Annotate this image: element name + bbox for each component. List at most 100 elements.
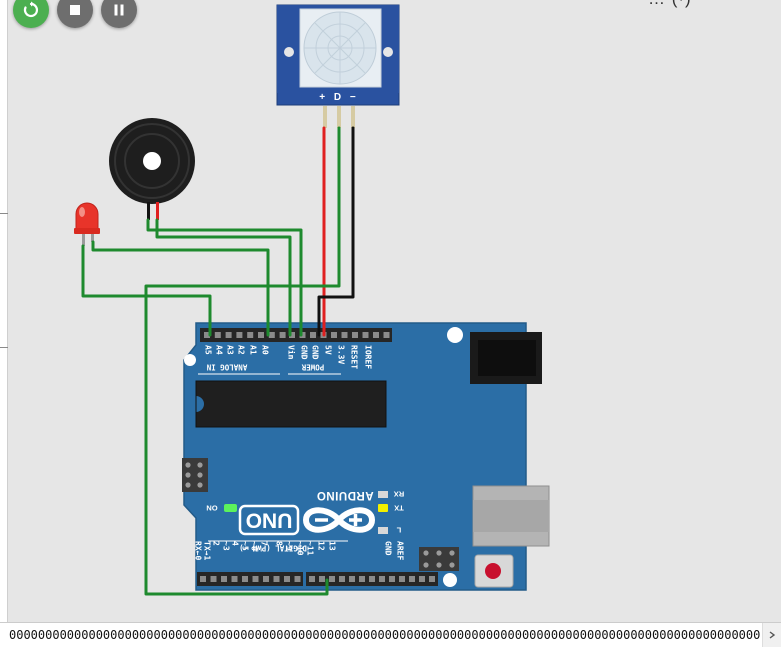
- header-pin-hole[interactable]: [362, 332, 369, 338]
- simulation-canvas[interactable]: UNO ARDUINO ON RX TX L ANALOG IN POWER D…: [8, 0, 781, 622]
- uno-badge: [238, 504, 300, 536]
- header-pin-hole[interactable]: [373, 332, 379, 338]
- header-pin-hole[interactable]: [236, 332, 243, 338]
- pir-pin-gnd[interactable]: [351, 106, 355, 128]
- dc-power-jack: [470, 332, 542, 384]
- left-panel-edge: [0, 0, 8, 622]
- circuit-diagram: UNO ARDUINO ON RX TX L ANALOG IN POWER D…: [74, 4, 550, 596]
- header-pin-hole[interactable]: [352, 332, 358, 338]
- analog-pin-label: A1: [249, 345, 258, 355]
- header-pin-hole[interactable]: [231, 576, 238, 582]
- icsp-header: [182, 458, 208, 492]
- header-pin-hole[interactable]: [310, 332, 316, 338]
- header-pin-hole[interactable]: [319, 576, 325, 582]
- arduino-logo-text: ARDUINO: [316, 489, 373, 501]
- tx-led: [378, 504, 388, 512]
- mount-hole: [383, 47, 393, 57]
- header-pin-hole[interactable]: [225, 332, 232, 338]
- wire-pir-gnd[interactable]: [317, 126, 355, 337]
- header-pin-hole[interactable]: [268, 332, 275, 338]
- mount-hole: [284, 47, 294, 57]
- stop-simulation-button[interactable]: [57, 0, 93, 28]
- simulation-timer-partial: … (·): [648, 0, 692, 9]
- pir-motion-sensor[interactable]: + D −: [276, 4, 400, 128]
- header-pin-hole[interactable]: [369, 576, 375, 582]
- header-pin-hole[interactable]: [339, 576, 345, 582]
- digital-pin-label: ~5: [241, 541, 250, 551]
- stop-icon: [70, 5, 80, 15]
- header-pin-hole[interactable]: [419, 576, 425, 582]
- header-pin-hole[interactable]: [204, 332, 210, 338]
- header-pin-hole[interactable]: [200, 576, 206, 582]
- wire-led-anode-a0[interactable]: [91, 240, 270, 337]
- mount-hole: [443, 573, 457, 587]
- piezo-buzzer[interactable]: [109, 118, 195, 220]
- header-pin-hole[interactable]: [294, 576, 301, 582]
- power-header-socket: [286, 328, 392, 342]
- tx-led-label: TX: [394, 504, 404, 513]
- header-pin-hole[interactable]: [359, 576, 365, 582]
- header-pin-hole[interactable]: [273, 576, 280, 582]
- buzzer-sound-hole: [143, 152, 161, 170]
- digital-pin-label: ~10: [296, 541, 305, 556]
- wire-buzzer-gnd[interactable]: [146, 218, 303, 337]
- analog-pin-label: A3: [226, 345, 235, 355]
- digital-pin-label: 8: [275, 541, 284, 546]
- analog-pin-label: A2: [237, 345, 246, 355]
- serial-monitor[interactable]: 0000000000000000000000000000000000000000…: [0, 622, 781, 647]
- power-pin-label: RESET: [350, 345, 359, 369]
- pir-pin-data[interactable]: [337, 106, 341, 128]
- header-pin-hole[interactable]: [329, 576, 335, 582]
- wire-led-cathode-a5[interactable]: [81, 244, 212, 337]
- header-pin-hole[interactable]: [258, 332, 264, 338]
- header-pin-hole[interactable]: [252, 576, 259, 582]
- header-pin-hole[interactable]: [383, 332, 390, 338]
- digital-pin-label: 13: [328, 541, 337, 551]
- pause-simulation-button[interactable]: [101, 0, 137, 28]
- wire-pir-data-to-d9[interactable]: [144, 126, 341, 596]
- panel-divider-mark: [0, 213, 8, 214]
- header-pin-hole[interactable]: [284, 576, 290, 582]
- led-anode-lead: [91, 230, 94, 242]
- restart-simulation-button[interactable]: [13, 0, 49, 28]
- digital-pin-label: RX←0: [194, 541, 203, 560]
- header-pin-hole[interactable]: [379, 576, 385, 582]
- chevron-right-icon: [769, 631, 776, 639]
- serial-scroll-button[interactable]: [762, 623, 781, 647]
- digital-header-socket-low: [197, 572, 303, 586]
- power-pin-label: IOREF: [364, 345, 373, 369]
- reset-button[interactable]: [474, 554, 514, 588]
- pir-pin-vcc[interactable]: [323, 106, 327, 128]
- power-on-led: [224, 504, 237, 512]
- header-pin-hole[interactable]: [214, 332, 221, 338]
- header-pin-hole[interactable]: [349, 576, 355, 582]
- header-pin-hole[interactable]: [399, 576, 405, 582]
- header-pin-hole[interactable]: [242, 576, 248, 582]
- header-pin-hole[interactable]: [389, 576, 395, 582]
- header-pin-hole[interactable]: [210, 576, 217, 582]
- arduino-uno-board[interactable]: UNO ARDUINO ON RX TX L ANALOG IN POWER D…: [182, 322, 550, 591]
- header-pin-holes: [200, 332, 435, 582]
- usb-connector: [472, 485, 550, 547]
- wire-buzzer-signal[interactable]: [155, 218, 292, 337]
- mount-hole: [447, 327, 463, 343]
- digital-pin-label: 2: [212, 541, 221, 546]
- buzzer-lead-negative: [147, 202, 150, 220]
- header-pin-hole[interactable]: [331, 332, 337, 338]
- pir-pin-labels: + D −: [319, 92, 358, 103]
- header-pin-hole[interactable]: [263, 576, 269, 582]
- header-pin-hole[interactable]: [247, 332, 254, 338]
- power-pin-label: GND: [300, 345, 309, 360]
- header-pin-hole[interactable]: [409, 576, 415, 582]
- header-pin-hole[interactable]: [429, 576, 435, 582]
- digital-pin-label: 4: [231, 541, 240, 546]
- header-pin-hole[interactable]: [289, 332, 295, 338]
- red-led[interactable]: [74, 202, 100, 246]
- icsp-header: [419, 547, 459, 571]
- header-pin-hole[interactable]: [221, 576, 227, 582]
- header-pin-hole[interactable]: [341, 332, 348, 338]
- header-pin-hole[interactable]: [279, 332, 286, 338]
- buzzer-lead-positive: [156, 202, 159, 220]
- header-pin-hole[interactable]: [309, 576, 315, 582]
